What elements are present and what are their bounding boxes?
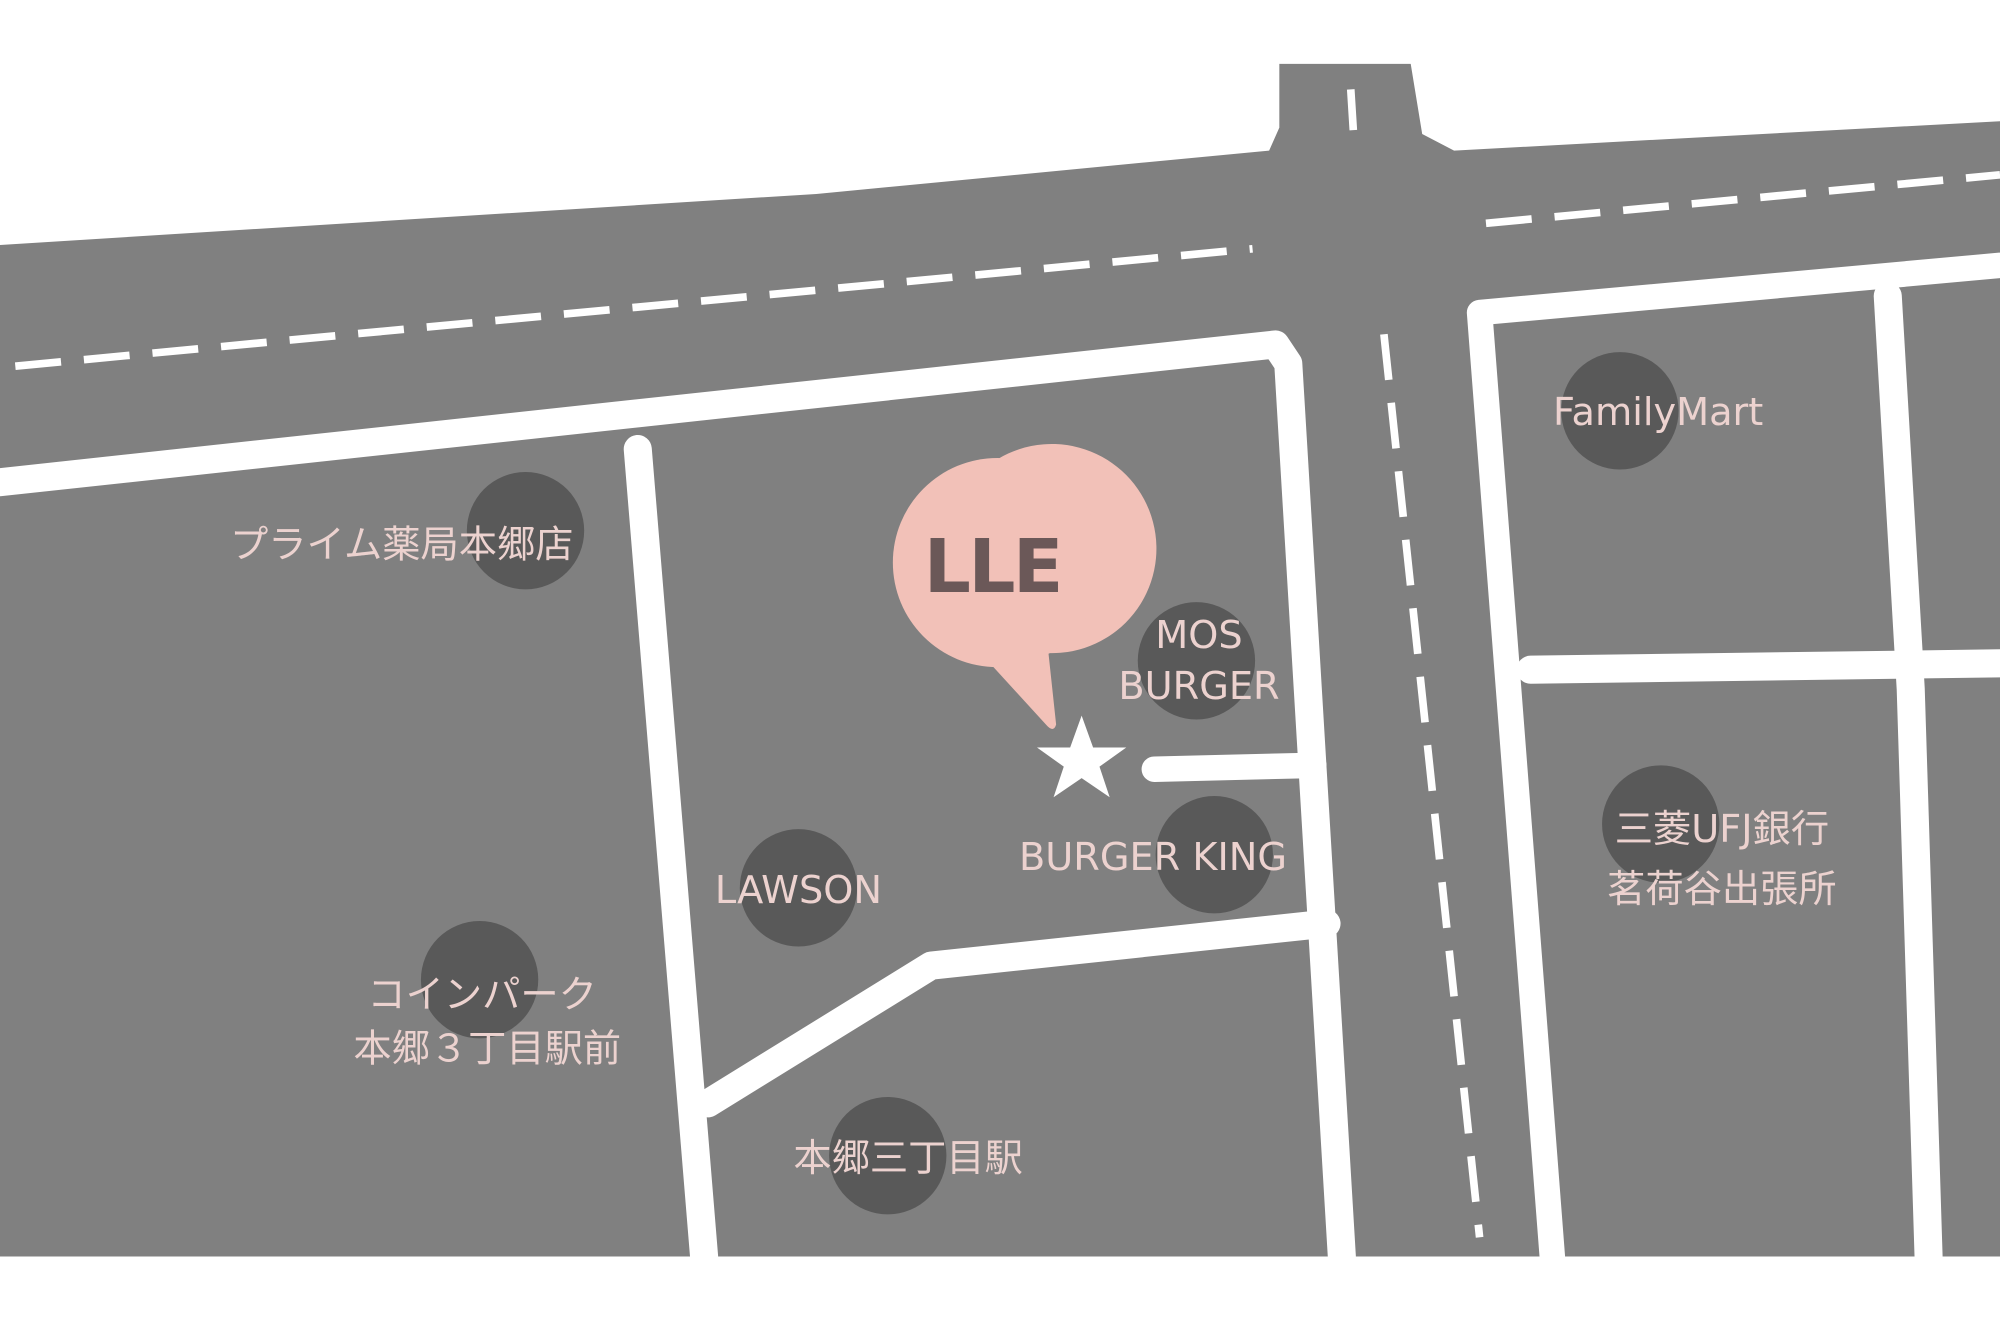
poi-label: プライム薬局本郷店 [230,522,574,567]
destination-marker[interactable]: LLE [892,443,1157,798]
roads [0,89,2000,1271]
poi-label: 本郷三丁目駅 [793,1136,1022,1181]
poi-label: 三菱UFJ銀行 [1615,807,1829,852]
poi-lawson[interactable]: LAWSON [715,829,882,947]
poi-prime-pharmacy[interactable]: プライム薬局本郷店 [230,472,585,590]
poi-label: BURGER KING [1019,835,1287,880]
poi-label: LAWSON [715,868,882,913]
poi-label: コインパーク [367,973,596,1018]
poi-label: MOS [1155,613,1242,658]
poi-hongo-station[interactable]: 本郷三丁目駅 [793,1097,1023,1215]
star-icon [1036,715,1127,798]
poi-label: 本郷３丁目駅前 [353,1026,621,1071]
poi-label: FamilyMart [1553,390,1763,435]
poi-coin-park[interactable]: コインパーク 本郷３丁目駅前 [353,920,621,1071]
bubble-circle [892,457,1103,668]
poi-mos-burger[interactable]: MOS BURGER [1118,602,1280,720]
destination-label: LLE [924,524,1061,610]
poi-family-mart[interactable]: FamilyMart [1553,352,1763,470]
poi-burger-king[interactable]: BURGER KING [1019,795,1287,914]
poi-label: BURGER [1118,664,1279,709]
poi-mufg-bank[interactable]: 三菱UFJ銀行 茗荷谷出張所 [1602,765,1837,912]
poi-label: 茗荷谷出張所 [1607,867,1837,912]
